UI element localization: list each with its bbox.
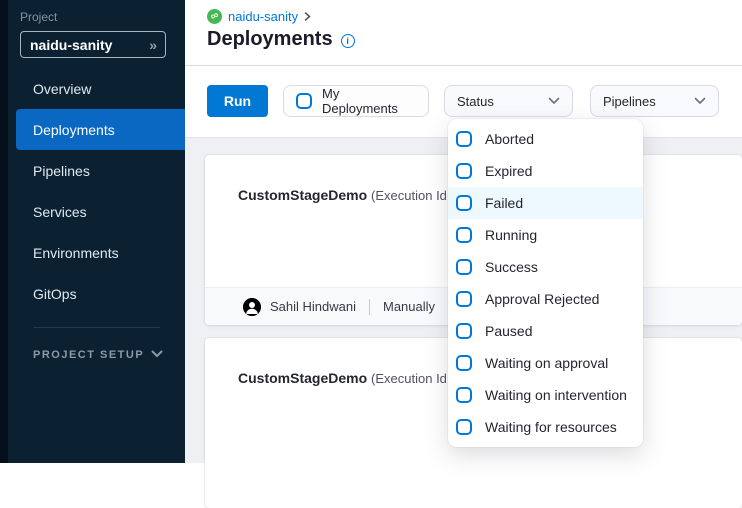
status-option-checkbox[interactable] (456, 131, 472, 147)
sidebar-item-label: GitOps (33, 285, 77, 302)
status-option[interactable]: Failed (448, 187, 643, 219)
sidebar-item[interactable]: Overview (16, 68, 185, 109)
cd-module-icon: ∞ (207, 8, 222, 24)
status-option[interactable]: Running (448, 219, 643, 251)
status-option-checkbox[interactable] (456, 227, 472, 243)
status-option-label: Waiting for resources (485, 419, 617, 435)
sidebar-item[interactable]: Pipelines (16, 150, 185, 191)
sidebar-item-label: Services (33, 203, 87, 220)
project-name: naidu-sanity (30, 36, 113, 53)
page-title: Deployments (207, 28, 333, 50)
project-sidebar: Project naidu-sanity » Overview Deployme… (0, 0, 185, 463)
pipelines-filter-dropdown[interactable]: Pipelines (590, 85, 719, 117)
status-option-label: Success (485, 259, 538, 275)
status-option[interactable]: Waiting on intervention (448, 379, 643, 411)
user-avatar-icon (243, 297, 261, 316)
my-deployments-label: My Deployments (322, 86, 398, 116)
triggered-by-user: Sahil Hindwani (270, 299, 356, 314)
status-filter-label: Status (457, 93, 494, 109)
sidebar-item[interactable]: Environments (16, 232, 185, 273)
status-filter-menu: Aborted Expired Failed Running Success A… (448, 119, 643, 447)
double-chevron-icon: » (149, 36, 157, 53)
pipeline-name: CustomStageDemo (238, 370, 368, 386)
status-option-checkbox[interactable] (456, 387, 472, 403)
module-nav-strip (0, 0, 8, 463)
status-option-label: Waiting on approval (485, 355, 609, 371)
status-option-checkbox[interactable] (456, 259, 472, 275)
run-button[interactable]: Run (207, 85, 268, 117)
breadcrumb-project-link[interactable]: naidu-sanity (228, 9, 299, 24)
status-option[interactable]: Success (448, 251, 643, 283)
my-deployments-filter[interactable]: My Deployments (283, 85, 429, 117)
status-option[interactable]: Aborted (448, 123, 643, 155)
status-option-label: Failed (485, 195, 524, 211)
project-switcher[interactable]: naidu-sanity » (20, 31, 166, 58)
status-option-label: Running (485, 227, 538, 243)
status-option[interactable]: Waiting for resources (448, 411, 643, 443)
project-setup-toggle[interactable]: PROJECT SETUP (33, 349, 163, 361)
status-option-checkbox[interactable] (456, 291, 472, 307)
status-option-checkbox[interactable] (456, 355, 472, 371)
footer-separator (369, 298, 370, 315)
execution-id-text: (Execution Id (371, 188, 447, 203)
breadcrumb-chevron-icon (304, 12, 311, 21)
execution-title: CustomStageDemo (Execution Id (238, 370, 447, 386)
status-option-checkbox[interactable] (456, 195, 472, 211)
status-option-label: Waiting on intervention (485, 387, 627, 403)
status-option[interactable]: Approval Rejected (448, 283, 643, 315)
trigger-type: Manually (383, 299, 436, 314)
status-option[interactable]: Paused (448, 315, 643, 347)
status-filter-dropdown[interactable]: Status (444, 85, 573, 117)
project-label: Project (20, 10, 58, 24)
status-option-label: Approval Rejected (485, 291, 600, 307)
status-option-checkbox[interactable] (456, 419, 472, 435)
sidebar-item[interactable]: GitOps (16, 273, 185, 314)
status-option-label: Expired (485, 163, 533, 179)
page-header: ∞ naidu-sanity Deployments i (185, 0, 742, 66)
status-option-label: Paused (485, 323, 533, 339)
status-option[interactable]: Waiting on approval (448, 347, 643, 379)
chevron-down-icon (694, 97, 706, 105)
sidebar-item-label: Pipelines (33, 162, 90, 179)
status-option-label: Aborted (485, 131, 535, 147)
sidebar-item[interactable]: Deployments (16, 109, 185, 150)
pipelines-filter-label: Pipelines (603, 93, 656, 109)
my-deployments-checkbox[interactable] (296, 93, 312, 109)
info-icon[interactable]: i (340, 33, 355, 48)
execution-id-text: (Execution Id (371, 371, 447, 386)
chevron-down-icon (151, 349, 163, 361)
status-option-checkbox[interactable] (456, 163, 472, 179)
sidebar-item[interactable]: Services (16, 191, 185, 232)
status-option[interactable]: Expired (448, 155, 643, 187)
sidebar-item-label: Environments (33, 244, 119, 261)
breadcrumb: ∞ naidu-sanity (207, 8, 311, 25)
chevron-down-icon (548, 97, 560, 105)
project-setup-label: PROJECT SETUP (33, 349, 145, 361)
sidebar-divider (33, 327, 160, 328)
execution-title: CustomStageDemo (Execution Id (238, 187, 447, 203)
sidebar-nav: Overview Deployments Pipelines Services … (0, 68, 185, 314)
sidebar-item-label: Deployments (33, 121, 115, 138)
sidebar-item-label: Overview (33, 80, 92, 97)
pipeline-name: CustomStageDemo (238, 187, 368, 203)
status-option-checkbox[interactable] (456, 323, 472, 339)
